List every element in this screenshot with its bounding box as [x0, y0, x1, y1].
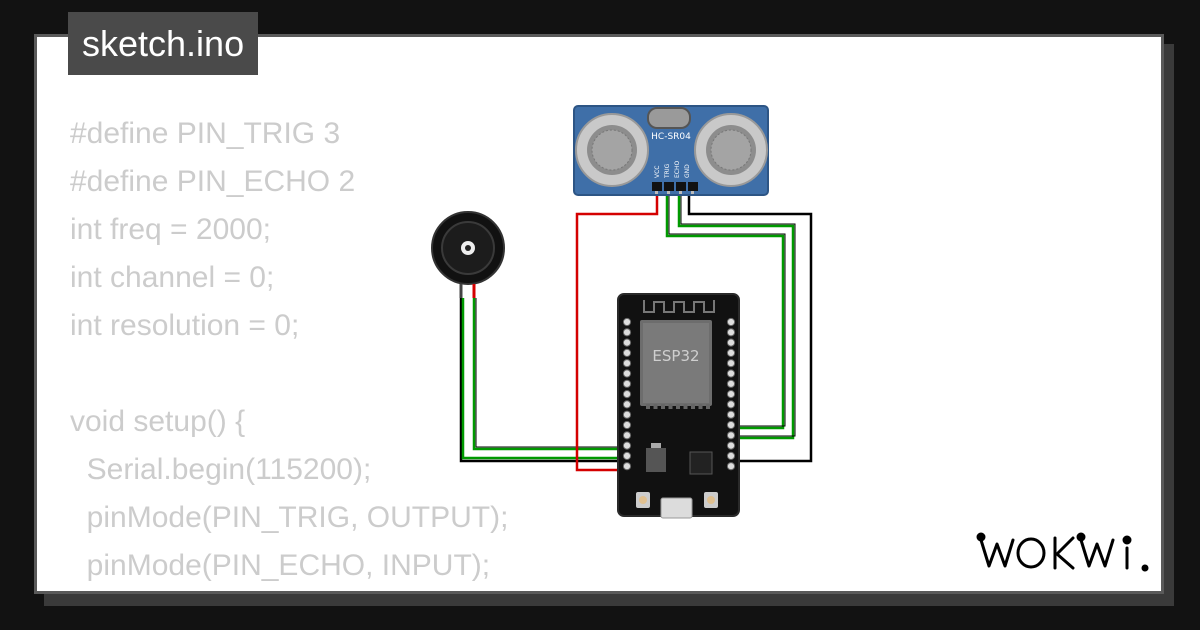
- esp32-pin: [622, 390, 632, 399]
- esp32-pin: [622, 451, 632, 460]
- code-line: int freq = 2000;: [70, 213, 271, 246]
- sensor-pin-vcc-label: VCC: [654, 166, 661, 178]
- esp32-pin: [622, 410, 632, 419]
- esp32-pin: [726, 328, 736, 337]
- code-line: #define PIN_ECHO 2: [70, 165, 356, 198]
- esp32-pin: [622, 359, 632, 368]
- buzzer[interactable]: [431, 211, 505, 298]
- file-tab[interactable]: sketch.ino: [68, 12, 259, 75]
- ultrasonic-sensor[interactable]: HC-SR04 VCC TRIG ECHO GND: [573, 105, 769, 196]
- esp32-board[interactable]: ESP32: [617, 293, 740, 519]
- sensor-pin-echo-label: ECHO: [674, 161, 681, 178]
- chip-pad: [646, 404, 650, 409]
- code-line: int resolution = 0;: [70, 309, 300, 342]
- code-line: pinMode(PIN_TRIG, OUTPUT);: [70, 501, 509, 534]
- esp32-pin: [726, 359, 736, 368]
- chip-pad: [698, 404, 703, 409]
- esp32-pin: [726, 420, 736, 430]
- esp32-pin: [726, 379, 736, 388]
- chip-pad: [683, 404, 688, 409]
- code-line: pinMode(PIN_ECHO, INPUT);: [70, 549, 491, 582]
- esp32-pin: [622, 328, 632, 337]
- wire-buzzer-signal: [472, 298, 624, 451]
- esp32-pin: [622, 400, 632, 409]
- esp32-pin: [726, 369, 736, 378]
- esp32-pin: [726, 410, 736, 419]
- esp32-pin: [622, 369, 632, 378]
- esp32-pin: [726, 317, 736, 327]
- chip-pad: [668, 404, 673, 409]
- esp32-pin: [622, 462, 632, 471]
- wokwi-logo[interactable]: [975, 526, 1151, 576]
- esp32-pin: [726, 431, 736, 440]
- wire-trig: [665, 190, 785, 430]
- wire-vcc: [575, 190, 659, 472]
- esp32-pin: [726, 390, 736, 399]
- sensor-pin-trig-label: TRIG: [664, 163, 671, 179]
- chip-pad: [661, 404, 665, 409]
- code-line: #define PIN_TRIG 3: [70, 117, 341, 150]
- esp32-pin: [622, 420, 632, 430]
- wire-buzzer-gnd: [459, 298, 624, 463]
- esp32-pin: [622, 441, 632, 450]
- sensor-label: HC-SR04: [651, 132, 691, 142]
- esp32-pin: [726, 451, 736, 460]
- esp32-pin: [726, 348, 736, 357]
- esp32-pin: [726, 441, 736, 450]
- esp32-pin: [622, 431, 632, 440]
- esp32-pin: [622, 379, 632, 388]
- code-line: Serial.begin(115200);: [70, 453, 372, 486]
- chip-pad: [676, 404, 680, 409]
- esp32-pin: [622, 348, 632, 357]
- wire-echo: [677, 190, 795, 440]
- chip-pad: [706, 404, 710, 409]
- wire-buzzer-signal-edge: [475, 298, 624, 448]
- code-preview: #define PIN_TRIG 3 #define PIN_ECHO 2 int …: [70, 110, 569, 591]
- esp32-pin: [726, 462, 736, 471]
- chip-pad: [691, 404, 695, 409]
- chip-pad: [653, 404, 658, 409]
- board-label: ESP32: [652, 347, 699, 365]
- sensor-pin-gnd-label: GND: [684, 164, 691, 178]
- esp32-pin: [622, 317, 632, 327]
- esp32-pin: [622, 338, 632, 347]
- esp32-pin: [726, 338, 736, 347]
- code-line: void setup() {: [70, 405, 246, 438]
- wire-buzzer-gnd-green: [461, 298, 624, 460]
- esp32-pin: [726, 400, 736, 409]
- wires: [459, 190, 813, 472]
- code-line: int channel = 0;: [70, 261, 275, 294]
- wire-gnd: [687, 190, 813, 463]
